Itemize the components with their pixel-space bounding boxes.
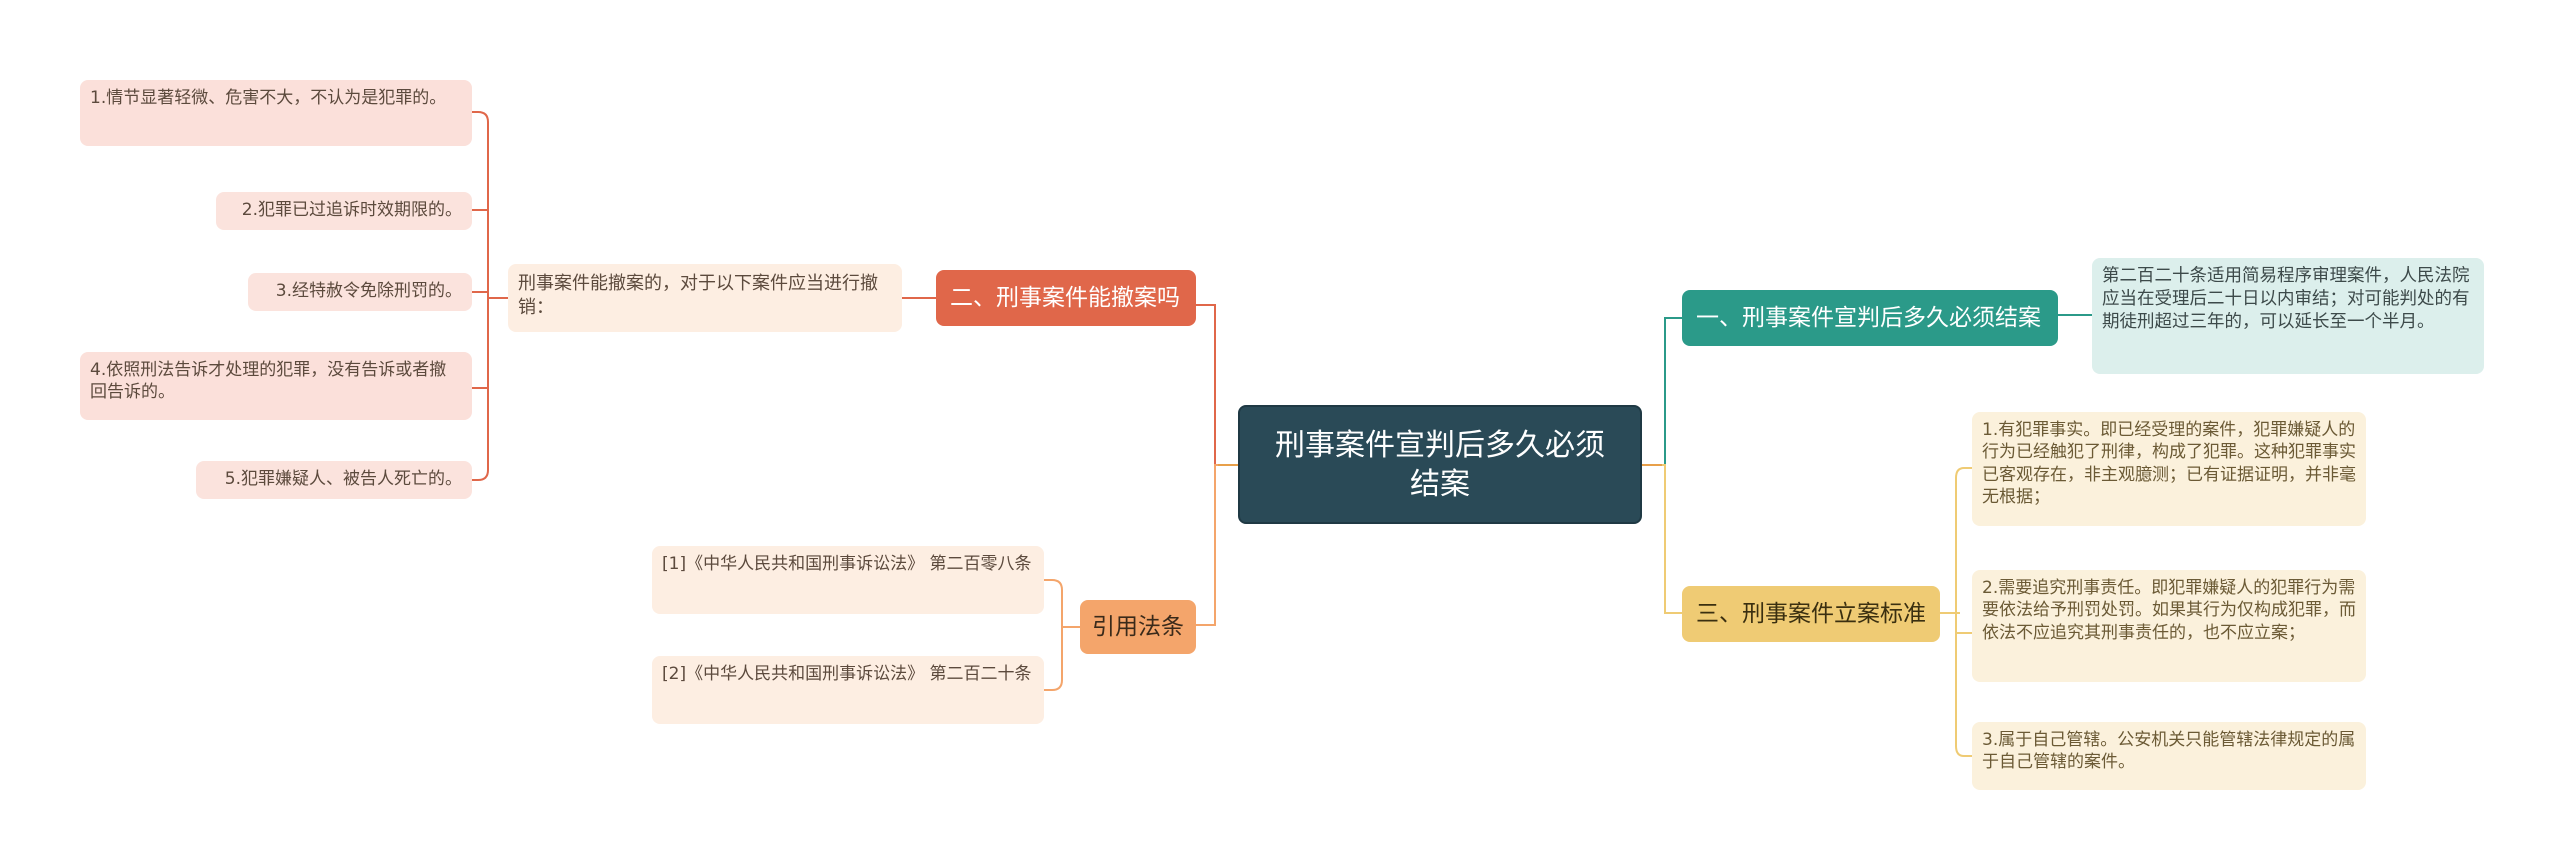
branch1-item-2[interactable]: 2.犯罪已过追诉时效期限的。 bbox=[216, 192, 472, 230]
branch1-item-4[interactable]: 4.依照刑法告诉才处理的犯罪，没有告诉或者撤回告诉的。 bbox=[80, 352, 472, 420]
branch-label: 三、刑事案件立案标准 bbox=[1696, 600, 1926, 627]
node-text: 1.情节显著轻微、危害不大，不认为是犯罪的。 bbox=[90, 88, 447, 108]
branch-can-case-be-withdrawn[interactable]: 二、刑事案件能撤案吗 bbox=[936, 270, 1196, 326]
branch-label: 引用法条 bbox=[1092, 613, 1184, 640]
branch2-item-1[interactable]: [1]《中华人民共和国刑事诉讼法》 第二百零八条 bbox=[652, 546, 1044, 614]
node-text: 2.需要追究刑事责任。即犯罪嫌疑人的犯罪行为需要依法给予刑罚处罚。如果其行为仅构… bbox=[1982, 578, 2356, 643]
branch-filing-standards[interactable]: 三、刑事案件立案标准 bbox=[1682, 586, 1940, 642]
node-text: [2]《中华人民共和国刑事诉讼法》 第二百二十条 bbox=[662, 664, 1032, 684]
root-title: 刑事案件宣判后多久必须结案 bbox=[1275, 427, 1605, 502]
node-text: [1]《中华人民共和国刑事诉讼法》 第二百零八条 bbox=[662, 554, 1032, 574]
branch4-item-1[interactable]: 1.有犯罪事实。即已经受理的案件，犯罪嫌疑人的行为已经触犯了刑律，构成了犯罪。这… bbox=[1972, 412, 2366, 526]
branch-label: 一、刑事案件宣判后多久必须结案 bbox=[1696, 304, 2041, 331]
branch1-item-3[interactable]: 3.经特赦令免除刑罚的。 bbox=[248, 273, 472, 311]
node-text: 2.犯罪已过追诉时效期限的。 bbox=[241, 200, 462, 220]
node-text: 3.经特赦令免除刑罚的。 bbox=[275, 281, 462, 301]
node-text: 1.有犯罪事实。即已经受理的案件，犯罪嫌疑人的行为已经触犯了刑律，构成了犯罪。这… bbox=[1982, 420, 2356, 508]
branch-how-long-to-close-case[interactable]: 一、刑事案件宣判后多久必须结案 bbox=[1682, 290, 2058, 346]
root-topic[interactable]: 刑事案件宣判后多久必须结案 bbox=[1238, 405, 1642, 524]
branch-label: 二、刑事案件能撤案吗 bbox=[950, 284, 1180, 311]
branch4-item-3[interactable]: 3.属于自己管辖。公安机关只能管辖法律规定的属于自己管辖的案件。 bbox=[1972, 722, 2366, 790]
branch1-intro-node[interactable]: 刑事案件能撤案的，对于以下案件应当进行撤销： bbox=[508, 264, 902, 332]
branch1-item-5[interactable]: 5.犯罪嫌疑人、被告人死亡的。 bbox=[196, 461, 472, 499]
node-text: 刑事案件能撤案的，对于以下案件应当进行撤销： bbox=[518, 273, 878, 318]
branch3-item-1[interactable]: 第二百二十条适用简易程序审理案件，人民法院应当在受理后二十日以内审结；对可能判处… bbox=[2092, 258, 2484, 374]
branch1-item-1[interactable]: 1.情节显著轻微、危害不大，不认为是犯罪的。 bbox=[80, 80, 472, 146]
node-text: 3.属于自己管辖。公安机关只能管辖法律规定的属于自己管辖的案件。 bbox=[1982, 730, 2356, 773]
branch-cited-laws[interactable]: 引用法条 bbox=[1080, 600, 1196, 654]
node-text: 4.依照刑法告诉才处理的犯罪，没有告诉或者撤回告诉的。 bbox=[90, 360, 447, 403]
branch4-item-2[interactable]: 2.需要追究刑事责任。即犯罪嫌疑人的犯罪行为需要依法给予刑罚处罚。如果其行为仅构… bbox=[1972, 570, 2366, 682]
node-text: 第二百二十条适用简易程序审理案件，人民法院应当在受理后二十日以内审结；对可能判处… bbox=[2102, 266, 2470, 333]
branch2-item-2[interactable]: [2]《中华人民共和国刑事诉讼法》 第二百二十条 bbox=[652, 656, 1044, 724]
node-text: 5.犯罪嫌疑人、被告人死亡的。 bbox=[224, 469, 462, 489]
